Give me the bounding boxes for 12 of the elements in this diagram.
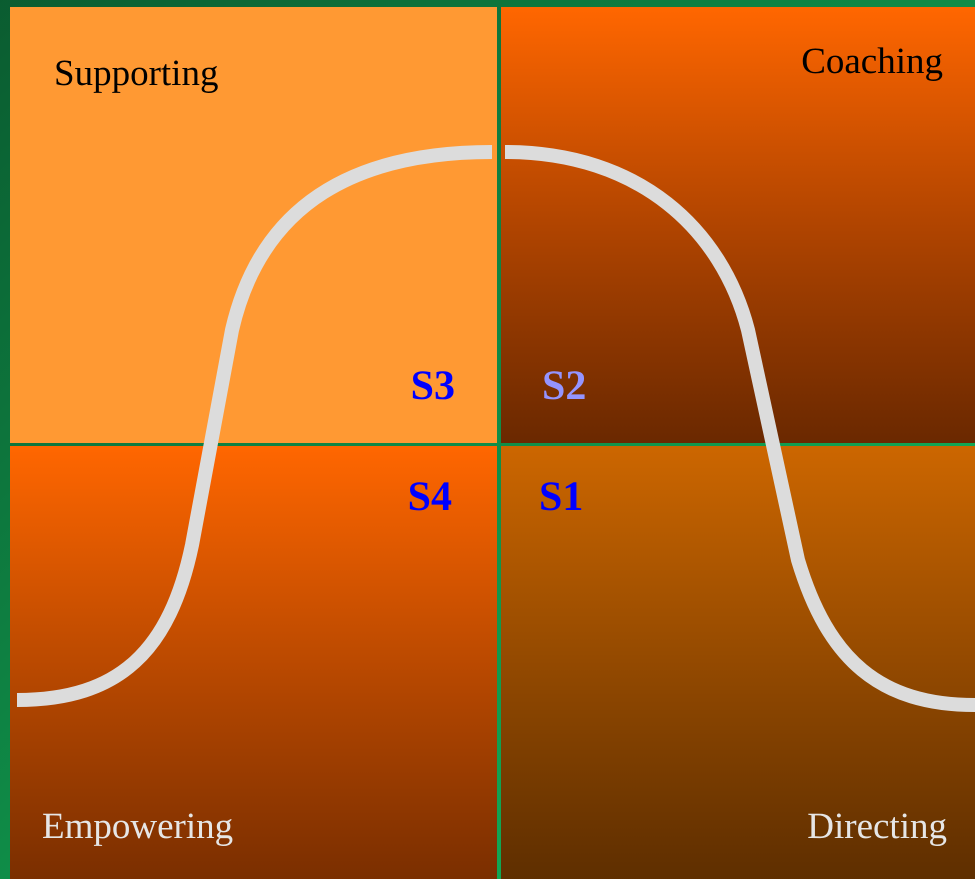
quadrant-label: Directing xyxy=(807,808,947,845)
quadrant-label: Empowering xyxy=(42,808,234,845)
quadrant-panel xyxy=(10,7,497,443)
quadrant-panel xyxy=(501,446,975,879)
style-code: S1 xyxy=(539,476,584,518)
style-code: S3 xyxy=(410,365,455,407)
style-code: S4 xyxy=(408,476,452,518)
style-code: S2 xyxy=(542,365,586,407)
quadrant-panel xyxy=(501,7,975,443)
quadrant-label: Supporting xyxy=(54,55,218,92)
quadrant-label: Coaching xyxy=(801,43,943,80)
quadrant-panel xyxy=(10,446,497,879)
